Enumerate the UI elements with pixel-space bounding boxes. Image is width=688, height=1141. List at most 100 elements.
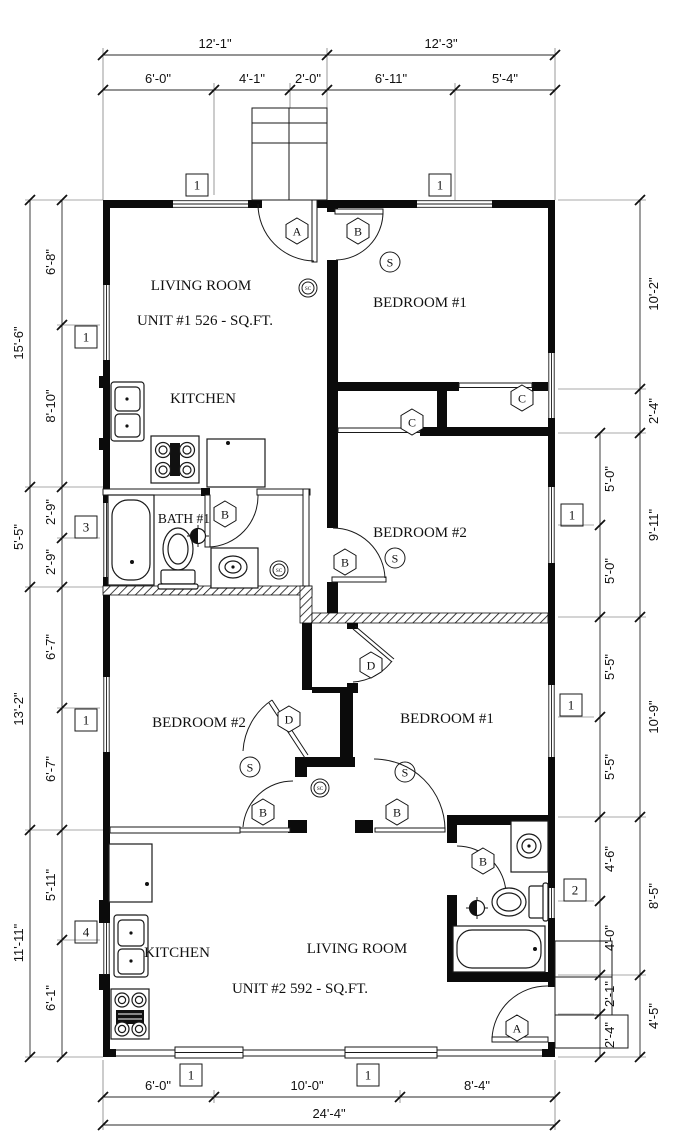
dim-right-6a: 2'-1" — [602, 981, 617, 1007]
svg-text:1: 1 — [188, 1068, 195, 1083]
door-tag-b-bedroom2-unit2: B — [251, 798, 275, 826]
window-tag: 1 — [74, 708, 98, 732]
bathtub-unit1 — [107, 494, 155, 586]
window-tag: 1 — [560, 503, 584, 527]
entry-steps-right — [554, 940, 629, 1049]
dim-left-1b: 8'-10" — [43, 389, 58, 423]
counter-unit1 — [206, 438, 266, 488]
window-tag: 1 — [179, 1063, 203, 1087]
dim-right-5a: 4'-6" — [602, 846, 617, 872]
closet-door-d-left — [242, 699, 309, 759]
svg-text:C: C — [518, 391, 526, 405]
svg-text:S: S — [387, 255, 394, 269]
svg-text:1: 1 — [437, 178, 444, 193]
svg-text:A: A — [293, 224, 302, 238]
dim-top-b: 4'-1" — [239, 71, 265, 86]
label-unit1-bedroom1: BEDROOM #1 — [373, 295, 467, 311]
dim-top-total-right: 12'-3" — [424, 36, 458, 51]
svg-text:D: D — [285, 712, 294, 726]
dim-right-4b: 5'-5" — [602, 754, 617, 780]
door-tag-b-bath2: B — [471, 847, 495, 875]
svg-text:S: S — [247, 760, 254, 774]
bedroom1-door-unit1 — [334, 208, 384, 261]
window-tag: 2 — [563, 878, 587, 902]
door-tags: A B B B C C D D B B B A — [213, 217, 534, 1042]
dim-right-6b: 2'-4" — [602, 1022, 617, 1048]
svg-text:SC: SC — [305, 286, 312, 292]
smoke-co-detector-icon: SC — [269, 560, 289, 580]
fixtures — [107, 107, 629, 1049]
smoke-detector-icon: S — [379, 251, 401, 273]
svg-text:B: B — [341, 555, 349, 569]
door-tag-c-closet-right: C — [510, 384, 534, 412]
light-symbol-bath2 — [466, 897, 488, 919]
svg-text:D: D — [367, 658, 376, 672]
label-unit2-bedroom1: BEDROOM #1 — [400, 711, 494, 727]
door-tag-b-bedroom1-unit2: B — [385, 798, 409, 826]
svg-text:S: S — [392, 551, 399, 565]
svg-text:A: A — [513, 1021, 522, 1035]
svg-text:1: 1 — [568, 698, 575, 713]
vanity-sink-unit2 — [510, 820, 549, 873]
dim-right-6: 4'-5" — [646, 1003, 661, 1029]
svg-text:1: 1 — [569, 508, 576, 523]
dim-bottom-a: 6'-0" — [145, 1078, 171, 1093]
dim-left-2: 5'-5" — [11, 524, 26, 550]
dim-right-2: 2'-4" — [646, 398, 661, 424]
label-unit1-kitchen: KITCHEN — [170, 391, 236, 407]
detector-symbols: S S S S SC SC SC — [239, 251, 416, 798]
label-unit1-area: UNIT #1 526 - SQ.FT. — [137, 313, 273, 329]
svg-text:B: B — [259, 805, 267, 819]
svg-text:1: 1 — [83, 330, 90, 345]
smoke-detector-icon: S — [239, 756, 261, 778]
dim-right-4: 10'-9" — [646, 700, 661, 734]
window-tag: 1 — [428, 173, 452, 197]
party-wall — [102, 585, 549, 624]
label-unit1-living-room: LIVING ROOM — [151, 278, 251, 294]
dim-left-1a: 6'-8" — [43, 249, 58, 275]
svg-text:1: 1 — [365, 1068, 372, 1083]
bedroom2-door-unit1 — [331, 527, 387, 583]
dim-right-3a: 5'-0" — [602, 466, 617, 492]
stove-unit2 — [110, 988, 150, 1040]
svg-text:2: 2 — [572, 883, 579, 898]
svg-text:SC: SC — [276, 568, 283, 574]
door-tag-a-entry-unit2: A — [505, 1014, 529, 1042]
smoke-co-detector-icon: SC — [298, 278, 318, 298]
svg-text:1: 1 — [194, 178, 201, 193]
window-tag: 3 — [74, 515, 98, 539]
dim-right-4a: 5'-5" — [602, 654, 617, 680]
label-unit1-bath1: BATH #1 — [158, 511, 210, 526]
stove-unit1 — [150, 435, 200, 484]
dim-right-3: 9'-11" — [646, 509, 661, 542]
window-tag: 1 — [559, 693, 583, 717]
extension-lines — [25, 48, 646, 1130]
door-tag-b-bedroom2-unit1: B — [333, 548, 357, 576]
dim-right-5: 8'-5" — [646, 883, 661, 909]
dim-bottom-b: 10'-0" — [290, 1078, 324, 1093]
svg-text:B: B — [393, 805, 401, 819]
label-unit1-bedroom2: BEDROOM #2 — [373, 525, 467, 541]
smoke-detector-icon: S — [394, 761, 416, 783]
dim-left-4b: 6'-1" — [43, 985, 58, 1011]
dim-left-3a: 6'-7" — [43, 634, 58, 660]
entry-stoop-top — [251, 107, 328, 201]
svg-text:C: C — [408, 415, 416, 429]
window-tag: 1 — [74, 325, 98, 349]
label-unit2-area: UNIT #2 592 - SQ.FT. — [232, 981, 368, 997]
dim-top-c: 2'-0" — [295, 71, 321, 86]
window-tags: 1 1 1 3 1 4 1 1 2 1 1 — [74, 173, 587, 1087]
smoke-co-detector-icon: SC — [310, 778, 330, 798]
dim-left-4: 11'-11" — [11, 923, 26, 962]
svg-text:1: 1 — [83, 713, 90, 728]
svg-text:S: S — [402, 765, 409, 779]
bedroom1-door-unit2 — [373, 758, 446, 833]
window-tag: 1 — [356, 1063, 380, 1087]
svg-text:B: B — [479, 854, 487, 868]
kitchen-sink-unit2 — [113, 914, 149, 978]
door-tag-a-entry-unit1: A — [285, 217, 309, 245]
toilet-unit1 — [157, 527, 199, 590]
svg-text:3: 3 — [83, 520, 90, 535]
bath1-door — [204, 494, 259, 548]
dim-top-a: 6'-0" — [145, 71, 171, 86]
